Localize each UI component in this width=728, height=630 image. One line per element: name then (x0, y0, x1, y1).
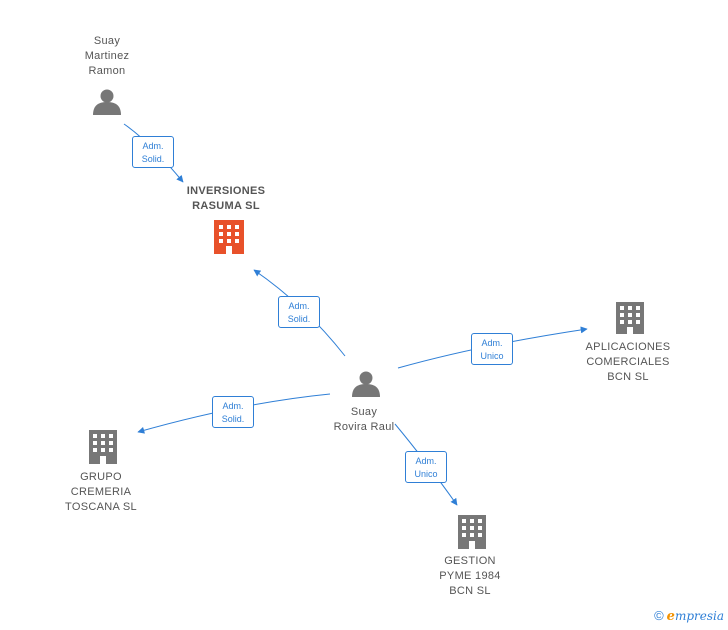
edge-label-e5: Adm. Unico (405, 451, 447, 483)
building-icon (616, 302, 644, 334)
node-label-aplicaciones[interactable]: APLICACIONES COMERCIALES BCN SL (578, 340, 678, 385)
node-label-line: TOSCANA SL (65, 501, 137, 513)
node-label-suay-rovira[interactable]: Suay Rovira Raul (324, 405, 404, 435)
node-label-line: PYME 1984 (439, 570, 501, 582)
node-label-line: GRUPO (80, 471, 122, 483)
brand-logo-initial: e (666, 609, 675, 624)
node-label-line: INVERSIONES (186, 185, 266, 197)
building-icon (458, 515, 486, 549)
edge-label-line: Adm. (142, 141, 164, 151)
edge-label-line: Unico (414, 469, 438, 479)
edge-label-line: Adm. (415, 456, 437, 466)
node-label-line: APLICACIONES (585, 341, 671, 353)
brand-logo-text: mpresia (674, 609, 724, 623)
edge-label-line: Unico (480, 351, 504, 361)
edge-label-line: Adm. (481, 338, 503, 348)
node-label-line: Suay (93, 35, 121, 47)
edge-label-e4: Adm. Solid. (212, 396, 254, 428)
node-label-line: CREMERIA (70, 486, 132, 498)
edge-label-line: Solid. (221, 414, 245, 424)
building-icon (214, 220, 244, 254)
person-icon (352, 371, 380, 397)
node-label-suay-martinez[interactable]: Suay Martinez Ramon (72, 34, 142, 79)
edge-label-line: Adm. (222, 401, 244, 411)
copyright-icon: © (654, 608, 664, 623)
edge-label-e1: Adm. Solid. (132, 136, 174, 168)
building-icon (89, 430, 117, 464)
node-label-line: BCN SL (449, 585, 491, 597)
person-icon (93, 89, 121, 115)
edge-label-e2: Adm. Solid. (278, 296, 320, 328)
node-label-line: Martinez (84, 50, 130, 62)
node-label-line: Suay (350, 406, 378, 418)
edge-label-line: Adm. (288, 301, 310, 311)
edge-label-line: Solid. (287, 314, 311, 324)
edge-lines (123, 123, 588, 506)
node-label-inversiones[interactable]: INVERSIONES RASUMA SL (170, 184, 282, 214)
node-label-line: RASUMA SL (192, 200, 260, 212)
node-label-line: Rovira Raul (333, 421, 395, 433)
edge-label-line: Solid. (141, 154, 165, 164)
edge-label-e3: Adm. Unico (471, 333, 513, 365)
node-label-gestion[interactable]: GESTION PYME 1984 BCN SL (425, 554, 515, 599)
node-label-line: Ramon (88, 65, 126, 77)
node-label-line: BCN SL (607, 371, 649, 383)
node-label-grupo[interactable]: GRUPO CREMERIA TOSCANA SL (55, 470, 147, 515)
brand-footer[interactable]: ©empresia (654, 608, 724, 624)
node-label-line: COMERCIALES (586, 356, 670, 368)
node-label-line: GESTION (444, 555, 496, 567)
